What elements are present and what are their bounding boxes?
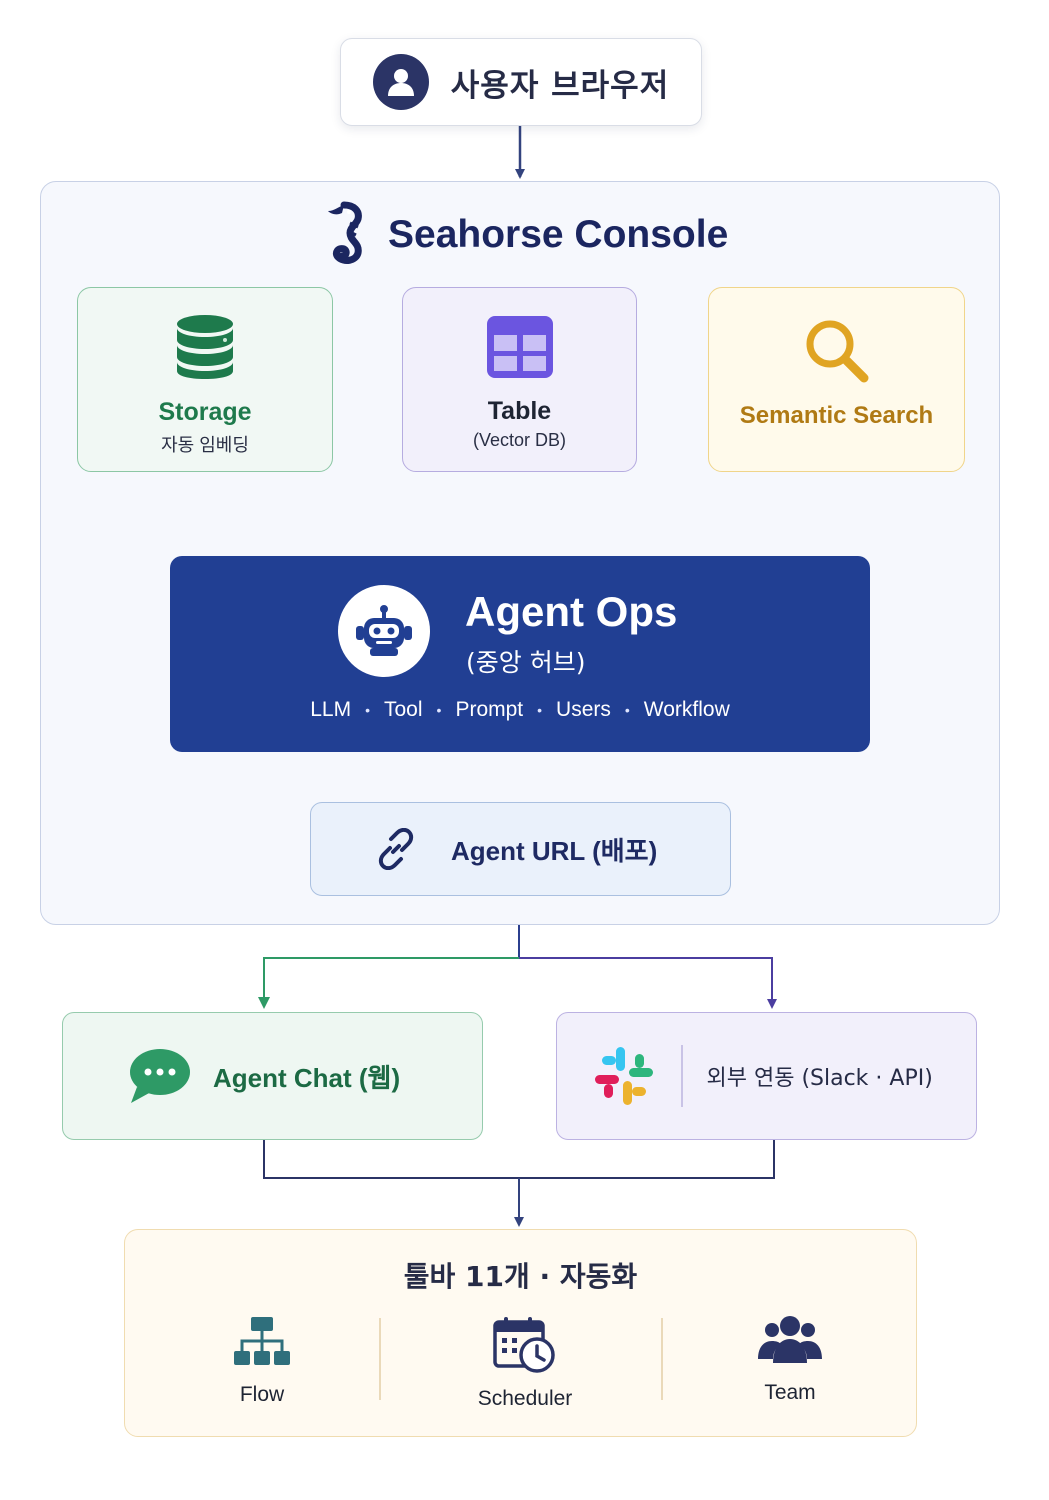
semantic-search-card: Semantic Search bbox=[708, 287, 965, 472]
toolbar-item-label: Team bbox=[764, 1381, 816, 1404]
team-people-icon bbox=[757, 1315, 823, 1371]
storage-subtitle: 자동 임베딩 bbox=[161, 435, 249, 455]
external-integration-node: 외부 연동 (Slack · API) bbox=[556, 1012, 977, 1140]
table-subtitle: (Vector DB) bbox=[472, 430, 567, 450]
agent-url-label: Agent URL (배포) bbox=[451, 835, 658, 866]
arrow-url-to-chat bbox=[258, 957, 519, 1009]
table-grid-icon bbox=[486, 315, 554, 383]
separator-dot: • bbox=[537, 702, 543, 718]
user-browser-node: 사용자 브라우저 bbox=[340, 38, 702, 126]
toolbar-item-team: Team bbox=[670, 1315, 910, 1405]
tag-users: Users bbox=[556, 698, 611, 721]
slack-icon bbox=[593, 1045, 655, 1107]
divider bbox=[379, 1318, 381, 1400]
tag-tool: Tool bbox=[384, 698, 423, 721]
magnifier-icon bbox=[804, 318, 870, 388]
agent-chat-label: Agent Chat (웹) bbox=[213, 1062, 401, 1093]
toolbar-item-scheduler: Scheduler bbox=[405, 1315, 645, 1411]
console-header: Seahorse Console bbox=[320, 200, 740, 270]
divider bbox=[661, 1318, 663, 1400]
agent-url-node: Agent URL (배포) bbox=[310, 802, 731, 896]
link-icon bbox=[375, 828, 417, 870]
storage-title: Storage bbox=[158, 398, 252, 426]
line-channels-merge bbox=[263, 1140, 775, 1179]
database-icon bbox=[175, 314, 235, 384]
table-title: Table bbox=[487, 397, 552, 425]
toolbar-item-label: Flow bbox=[239, 1383, 285, 1406]
robot-icon bbox=[338, 585, 430, 677]
agent-ops-subtitle: (중앙 허브) bbox=[466, 648, 586, 677]
separator-dot: • bbox=[365, 702, 370, 718]
user-avatar-icon bbox=[372, 54, 429, 110]
tag-llm: LLM bbox=[310, 698, 352, 721]
storage-card: Storage 자동 임베딩 bbox=[77, 287, 333, 472]
agent-ops-title: Agent Ops bbox=[465, 588, 678, 635]
toolbar-title: 툴바 11개 · 자동화 bbox=[403, 1260, 638, 1293]
arrow-url-to-external bbox=[519, 957, 777, 1009]
toolbar-item-label: Scheduler bbox=[477, 1387, 573, 1410]
external-integration-label: 외부 연동 (Slack · API) bbox=[706, 1066, 933, 1091]
agent-chat-node: Agent Chat (웹) bbox=[62, 1012, 483, 1140]
chat-bubble-icon bbox=[129, 1047, 191, 1105]
divider bbox=[681, 1045, 683, 1107]
toolbar-item-flow: Flow bbox=[142, 1315, 382, 1407]
separator-dot: • bbox=[624, 702, 630, 718]
console-title: Seahorse Console bbox=[388, 213, 729, 256]
agent-ops-hub bbox=[170, 556, 870, 752]
agent-ops-tags: LLM • Tool • Prompt • Users • Workflow bbox=[170, 698, 870, 722]
seahorse-logo-icon bbox=[320, 201, 368, 269]
semantic-search-title: Semantic Search bbox=[739, 402, 934, 429]
table-card: Table (Vector DB) bbox=[402, 287, 637, 472]
separator-dot: • bbox=[436, 702, 442, 718]
user-browser-label: 사용자 브라우저 bbox=[450, 67, 670, 104]
flow-hierarchy-icon bbox=[233, 1315, 291, 1373]
tag-workflow: Workflow bbox=[643, 698, 730, 721]
tag-prompt: Prompt bbox=[455, 698, 524, 721]
calendar-clock-icon bbox=[493, 1315, 557, 1377]
